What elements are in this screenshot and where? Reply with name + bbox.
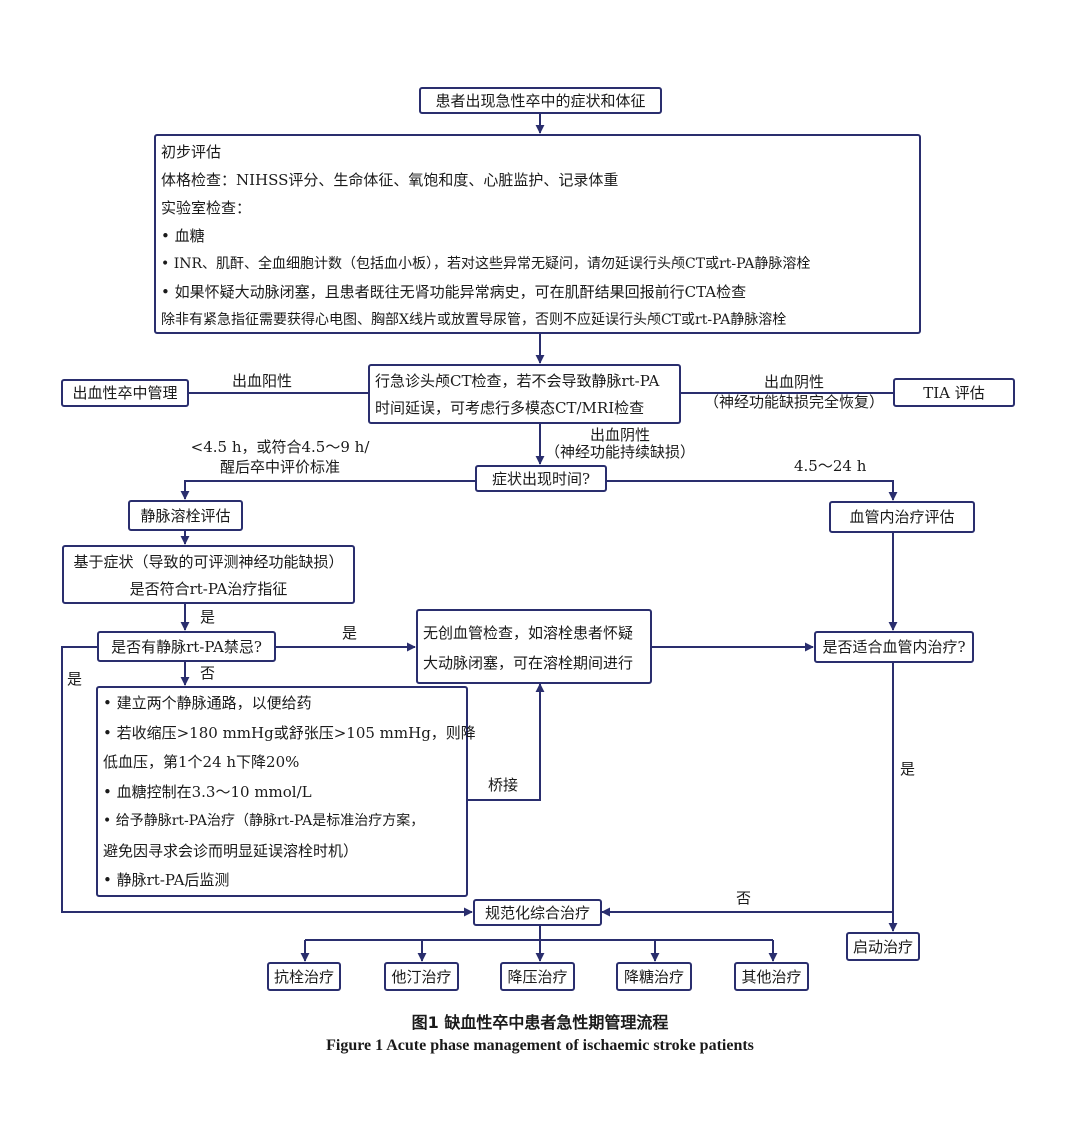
initial-line-4: • 血糖 bbox=[161, 227, 205, 245]
treatment-box: • 建立两个静脉通路，以便给药 • 若收缩压>180 mmHg或舒张压>105 … bbox=[96, 686, 476, 897]
contraindication-box: 是否有静脉rt-PA禁忌? bbox=[97, 631, 276, 662]
figure-caption-english: Figure 1 Acute phase management of ischa… bbox=[326, 1037, 754, 1054]
label-hemorrhage-negative-down-2: （神经功能持续缺损） bbox=[544, 443, 696, 461]
antihypertensive-box: 降压治疗 bbox=[500, 962, 575, 991]
symptom-line-2: 是否符合rt-PA治疗指征 bbox=[129, 580, 288, 598]
label-no-endovascular: 否 bbox=[736, 889, 752, 907]
treatment-line-7: • 静脉rt-PA后监测 bbox=[103, 871, 230, 889]
label-yes-endovascular: 是 bbox=[900, 760, 916, 778]
initial-assessment-box: 初步评估 体格检查：NIHSS评分、生命体征、氧饱和度、心脏监护、记录体重 实验… bbox=[154, 134, 921, 334]
initial-line-5: • INR、肌酐、全血细胞计数（包括血小板），若对这些异常无疑问，请勿延误行头颅… bbox=[161, 256, 811, 272]
treatment-line-3: 低血压，第1个24 h下降20% bbox=[103, 753, 300, 771]
label-time-window-right: 4.5～24 h bbox=[794, 457, 867, 475]
antithrombotic-box: 抗栓治疗 bbox=[267, 962, 341, 991]
label-hemorrhage-negative-down-1: 出血阴性 bbox=[589, 426, 651, 444]
endovascular-eval-box: 血管内治疗评估 bbox=[829, 501, 975, 533]
glucose-lowering-box: 降糖治疗 bbox=[616, 962, 692, 991]
other-treatment-box: 其他治疗 bbox=[734, 962, 809, 991]
symptom-line-1: 基于症状（导致的可评测神经功能缺损） bbox=[73, 553, 344, 571]
symptom-box: 基于症状（导致的可评测神经功能缺损） 是否符合rt-PA治疗指征 bbox=[62, 545, 355, 604]
arrow-onset-to-endo-eval bbox=[607, 480, 898, 501]
treatment-line-2: • 若收缩压>180 mmHg或舒张压>105 mmHg，则降 bbox=[103, 723, 476, 742]
initial-line-6: • 如果怀疑大动脉闭塞，且患者既往无肾功能异常病史，可在肌酐结果回报前行CTA检… bbox=[161, 283, 747, 301]
label-hemorrhage-negative-down: 出血阴性 （神经功能持续缺损） bbox=[545, 427, 695, 461]
treatment-line-6: 避免因寻求会诊而明显延误溶栓时机） bbox=[103, 841, 359, 860]
figure-caption-chinese: 图1 缺血性卒中患者急性期管理流程 bbox=[411, 1013, 669, 1032]
tia-box: TIA 评估 bbox=[893, 378, 1015, 407]
noninvasive-line-1: 无创血管检查，如溶栓患者怀疑 bbox=[423, 624, 634, 642]
start-treatment-box: 启动治疗 bbox=[846, 932, 920, 961]
hemorrhagic-box: 出血性卒中管理 bbox=[61, 379, 189, 407]
treatment-line-1: • 建立两个静脉通路，以便给药 bbox=[103, 694, 312, 712]
ct-line-2: 时间延误，可考虑行多模态CT/MRI检查 bbox=[375, 399, 645, 417]
noninvasive-box: 无创血管检查，如溶栓患者怀疑 大动脉闭塞，可在溶栓期间进行 bbox=[416, 609, 652, 684]
label-yes-symptom: 是 bbox=[200, 608, 216, 626]
treatment-line-5: • 给予静脉rt-PA治疗（静脉rt-PA是标准治疗方案， bbox=[103, 813, 425, 829]
ct-box: 行急诊头颅CT检查，若不会导致静脉rt-PA 时间延误，可考虑行多模态CT/MR… bbox=[368, 364, 681, 424]
arrow-contra-yes-to-standard bbox=[61, 646, 473, 917]
initial-line-1: 初步评估 bbox=[161, 143, 222, 161]
label-yes-contraindication: 是 bbox=[342, 624, 358, 642]
arrow-treatment-bridge bbox=[468, 683, 545, 801]
initial-line-3: 实验室检查： bbox=[161, 199, 252, 217]
start-box: 患者出现急性卒中的症状和体征 bbox=[419, 87, 662, 114]
initial-line-2: 体格检查：NIHSS评分、生命体征、氧饱和度、心脏监护、记录体重 bbox=[161, 171, 619, 189]
standard-treatment-box: 规范化综合治疗 bbox=[473, 899, 602, 926]
statin-box: 他汀治疗 bbox=[384, 962, 459, 991]
noninvasive-line-2: 大动脉闭塞，可在溶栓期间进行 bbox=[423, 654, 634, 672]
label-hemorrhage-negative-right-1: 出血阴性 bbox=[763, 373, 825, 391]
endovascular-suitable-box: 是否适合血管内治疗? bbox=[814, 631, 974, 663]
label-time-window-left-1: <4.5 h，或符合4.5～9 h/ bbox=[190, 438, 370, 456]
label-hemorrhage-negative-right-2: （神经功能缺损完全恢复） bbox=[703, 393, 885, 411]
label-hemorrhage-positive: 出血阳性 bbox=[232, 372, 293, 390]
label-yes-left: 是 bbox=[67, 670, 83, 688]
label-time-window-left-2: 醒后卒中评价标准 bbox=[219, 458, 341, 476]
label-hemorrhage-negative-right: 出血阴性 （神经功能缺损完全恢复） bbox=[704, 372, 884, 412]
treatment-line-4: • 血糖控制在3.3～10 mmol/L bbox=[103, 782, 312, 801]
arrow-onset-to-iv-eval bbox=[180, 480, 475, 500]
label-bridge: 桥接 bbox=[488, 776, 519, 794]
iv-thrombolysis-eval-box: 静脉溶栓评估 bbox=[128, 500, 243, 531]
ct-line-1: 行急诊头颅CT检查，若不会导致静脉rt-PA bbox=[375, 372, 660, 390]
label-no-contraindication: 否 bbox=[200, 664, 216, 682]
label-time-window-left: <4.5 h，或符合4.5～9 h/ 醒后卒中评价标准 bbox=[191, 437, 370, 477]
initial-line-7: 除非有紧急指征需要获得心电图、胸部X线片或放置导尿管，否则不应延误行头颅CT或r… bbox=[161, 312, 787, 328]
onset-time-box: 症状出现时间? bbox=[475, 465, 607, 492]
